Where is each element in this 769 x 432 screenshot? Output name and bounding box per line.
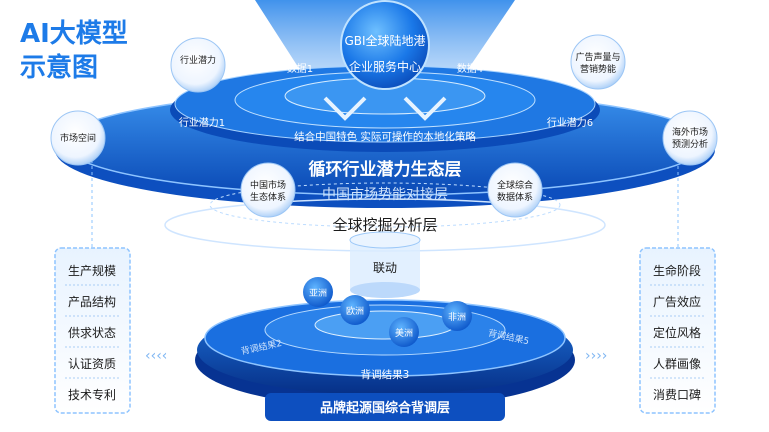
left-list-item: 认证资质 <box>68 357 116 371</box>
docking-layer-label: 中国市场势能对接层 <box>322 186 448 203</box>
continent-africa-label: 非洲 <box>448 311 466 323</box>
title-line2: 示意图 <box>20 52 98 83</box>
right-arrows-icon: ›››› <box>585 348 607 364</box>
left-list-item: 生产规模 <box>68 263 116 278</box>
brand-layer-banner <box>265 393 505 421</box>
result3-label: 背调结果3 <box>361 368 410 381</box>
right-panel <box>639 247 716 414</box>
left-list-item: 技术专利 <box>68 387 116 402</box>
bubble-overseas-label1: 海外市场 <box>672 126 708 138</box>
data4-label: 数据4 <box>457 62 483 75</box>
left-list-item: 产品结构 <box>68 294 116 309</box>
bubble-global-data-label2: 数据体系 <box>497 191 533 203</box>
bubble-industry-potential-label: 行业潜力 <box>180 54 216 66</box>
mining-layer-label: 全球挖掘分析层 <box>332 216 437 234</box>
continent-americas-label: 美洲 <box>395 327 413 339</box>
potential6-label: 行业潜力6 <box>547 116 593 129</box>
bubble-global-data <box>487 162 543 218</box>
right-list-item: 定位风格 <box>653 325 701 340</box>
continent-asia-label: 亚洲 <box>309 288 327 299</box>
center-badge-line1: GBI全球陆地港 <box>344 33 425 48</box>
continent-europe-label: 欧洲 <box>346 305 364 317</box>
globe-icon <box>340 0 430 90</box>
cycle-layer-label: 循环行业潜力生态层 <box>309 159 462 180</box>
continent-europe <box>340 295 370 325</box>
bubble-cn-eco-label1: 中国市场 <box>250 179 286 191</box>
potential1-label: 行业潜力1 <box>179 116 225 129</box>
bubble-global-data-label1: 全球综合 <box>497 179 533 191</box>
right-list-item: 生命阶段 <box>653 263 701 278</box>
bubble-cn-eco-label2: 生态体系 <box>250 191 286 203</box>
left-panel <box>54 247 131 414</box>
data1-label: 数据1 <box>287 62 313 75</box>
bubble-market-space-label: 市场空间 <box>60 132 96 144</box>
right-list-item: 广告效应 <box>653 294 701 309</box>
continent-africa <box>442 301 472 331</box>
bubble-cn-eco <box>240 162 296 218</box>
left-list: 生产规模 产品结构 供求状态 认证资质 技术专利 <box>65 263 120 402</box>
bubble-industry-potential <box>170 37 226 93</box>
arrow-down-icon <box>323 96 367 121</box>
bubble-ad-volume-label1: 广告声量与 <box>575 51 620 63</box>
brand-layer-label: 品牌起源国综合背调层 <box>320 400 450 416</box>
bubble-ad-volume-label2: 营销势能 <box>580 63 616 75</box>
continent-americas <box>389 317 419 347</box>
right-list-item: 人群画像 <box>653 357 701 371</box>
bubble-market-space <box>50 110 106 166</box>
link-label: 联动 <box>373 261 397 275</box>
arrow-down-icon <box>403 96 447 121</box>
right-list-item: 消费口碑 <box>653 387 701 402</box>
bubble-overseas <box>662 110 718 166</box>
strategy-label: 结合中国特色 实际可操作的本地化策略 <box>294 130 476 143</box>
right-list: 生命阶段 广告效应 定位风格 人群画像 消费口碑 <box>650 263 705 402</box>
center-badge-line2: 企业服务中心 <box>349 59 421 74</box>
title-line1: AI大模型 <box>20 19 128 49</box>
left-list-item: 供求状态 <box>68 326 116 340</box>
left-arrows-icon: ‹‹‹‹ <box>145 348 167 364</box>
bubble-ad-volume <box>570 34 626 90</box>
bubble-overseas-label2: 预测分析 <box>672 138 708 150</box>
continent-asia <box>303 277 333 307</box>
